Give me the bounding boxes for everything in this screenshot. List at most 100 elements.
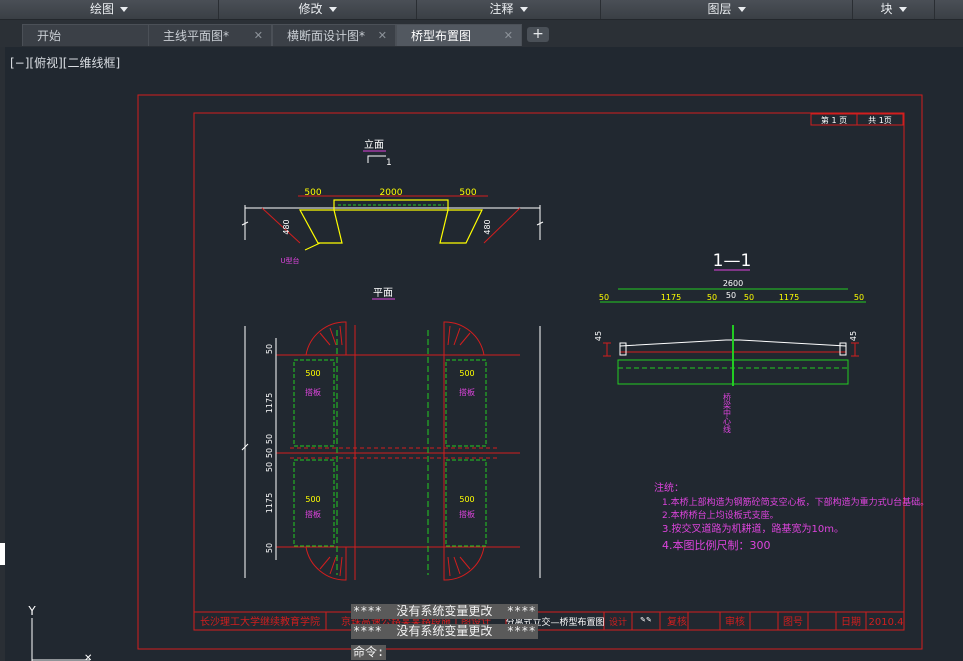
section-height-mark-right <box>851 342 859 357</box>
notes-title: 注统： <box>654 481 684 494</box>
title-block-review: 复核 <box>667 615 687 628</box>
ucs-y-label: Y <box>27 604 36 618</box>
menu-draw-label: 绘图 <box>89 2 114 16</box>
plan-slab-label-bl: 搭板 <box>305 509 321 519</box>
plan-break-left <box>241 326 249 578</box>
elev-height-left: 480 <box>282 219 291 234</box>
menu-annotate-label: 注释 <box>489 2 514 16</box>
section-dim-0: 50 <box>599 293 609 302</box>
section-dim-total: 2600 <box>723 279 743 288</box>
notes-line-4: 4.本图比例尺制：300 <box>662 538 771 552</box>
plan-wingwall-bl <box>305 546 347 581</box>
elev-dim-right: 500 <box>459 188 476 198</box>
add-tab-button[interactable]: + <box>527 27 549 42</box>
close-icon[interactable]: ✕ <box>253 29 263 42</box>
elev-deck <box>333 199 449 211</box>
section-dim-2: 50 <box>707 293 717 302</box>
plan-slab-width-br: 500 <box>459 495 474 504</box>
plan-dim-v-1: 1175 <box>265 393 274 413</box>
section-dim-1: 1175 <box>661 293 681 302</box>
tab-main-plan-label: 主线平面图* <box>163 29 230 43</box>
command-input[interactable]: 命令: <box>351 645 387 660</box>
plan-dim-v-6: 50 <box>265 543 274 553</box>
menu-modify[interactable]: 修改 <box>219 0 417 19</box>
elev-slope-left <box>261 207 301 244</box>
plan-dim-v-2: 50 <box>265 434 274 444</box>
plan-slab-tl <box>293 359 335 447</box>
section-dim-5: 1175 <box>779 293 799 302</box>
break-mark-right <box>536 205 544 240</box>
plan-wingwall-br <box>443 546 485 581</box>
tab-main-plan[interactable]: 主线平面图* ✕ <box>148 24 272 46</box>
plan-title: 平面 <box>373 288 393 299</box>
section-cut-number: 1 <box>386 158 392 168</box>
menu-block-label: 块 <box>880 2 893 16</box>
plan-slab-br <box>445 459 487 547</box>
outer-border <box>137 94 923 650</box>
plan-slab-width-bl: 500 <box>305 495 320 504</box>
elev-abutment-right <box>439 209 483 244</box>
menu-layers-label: 图层 <box>707 2 732 16</box>
notes-line-2: 2.本桥桥台上均设板式支座。 <box>662 509 779 521</box>
tab-start[interactable]: 开始 <box>22 24 150 46</box>
chevron-down-icon <box>898 7 907 12</box>
plan-slab-width-tr: 500 <box>459 369 474 378</box>
menu-bar: 绘图 修改 注释 图层 块 <box>0 0 963 20</box>
left-edge-marker <box>0 543 5 565</box>
section-curb-right <box>839 342 847 356</box>
close-icon[interactable]: ✕ <box>503 29 513 42</box>
title-block-date-label: 日期 <box>841 616 861 628</box>
title-block-signature: ✎✎ <box>640 616 652 624</box>
title-block-date: 2010.4 <box>869 617 904 628</box>
ucs-x-mark: ✕ <box>84 653 92 661</box>
elev-abutment-label: U型台 <box>280 256 299 265</box>
plan-dim-v-3: 50 <box>265 448 274 458</box>
plan-dim-v-5: 1175 <box>265 493 274 513</box>
menu-block[interactable]: 块 <box>853 0 935 19</box>
command-history-2: **** 没有系统变量更改 **** <box>351 624 538 639</box>
plan-slab-tr <box>445 359 487 447</box>
plan-slope-hatch <box>319 325 471 577</box>
elev-dim-left: 500 <box>304 188 321 198</box>
section-axis-label: 桥梁中心线 <box>723 392 732 433</box>
close-icon[interactable]: ✕ <box>377 29 387 42</box>
chevron-down-icon <box>737 7 746 12</box>
tab-bridge-layout[interactable]: 桥型布置图 ✕ <box>396 24 522 46</box>
section-dim-3: 50 <box>726 291 736 300</box>
section-dim-4: 50 <box>744 293 754 302</box>
section-height-left: 45 <box>594 331 603 341</box>
menu-annotate[interactable]: 注释 <box>417 0 601 19</box>
section-cut-mark <box>367 155 386 163</box>
elev-leader <box>304 242 321 251</box>
tab-bridge-layout-label: 桥型布置图 <box>411 29 472 43</box>
menu-modify-label: 修改 <box>298 2 323 16</box>
elev-slope-right <box>483 207 521 244</box>
title-block-school: 长沙理工大学继续教育学院 <box>200 615 320 628</box>
viewport-controls[interactable]: [−][俯视][二维线框] <box>10 56 121 70</box>
tab-start-label: 开始 <box>37 29 62 43</box>
page-total: 共 1页 <box>868 116 892 125</box>
break-mark-left <box>241 205 249 240</box>
menu-layers[interactable]: 图层 <box>601 0 853 19</box>
section-title: 1—1 <box>713 251 752 271</box>
section-curb-left <box>619 342 627 356</box>
plan-slab-label-tl: 搭板 <box>305 387 321 397</box>
plan-dim-v-0: 50 <box>265 344 274 354</box>
plan-slab-width-tl: 500 <box>305 369 320 378</box>
title-block-dividers <box>325 612 867 630</box>
page-number: 第 1 页 <box>821 115 847 125</box>
tab-cross-section[interactable]: 横断面设计图* ✕ <box>272 24 396 46</box>
elev-height-right: 480 <box>483 219 492 234</box>
notes-line-3: 3.按交叉道路为机耕道，路基宽为10m。 <box>662 522 844 535</box>
inner-border <box>193 112 905 631</box>
menu-draw[interactable]: 绘图 <box>0 0 219 19</box>
section-height-right: 45 <box>849 331 858 341</box>
chevron-down-icon <box>519 7 528 12</box>
chevron-down-icon <box>328 7 337 12</box>
plan-slab-label-tr: 搭板 <box>459 387 475 397</box>
plan-wingwall-tr <box>443 321 485 356</box>
title-block-design: 设计 <box>609 616 627 628</box>
title-block-audit: 审核 <box>725 615 745 628</box>
tab-cross-section-label: 横断面设计图* <box>287 29 366 43</box>
